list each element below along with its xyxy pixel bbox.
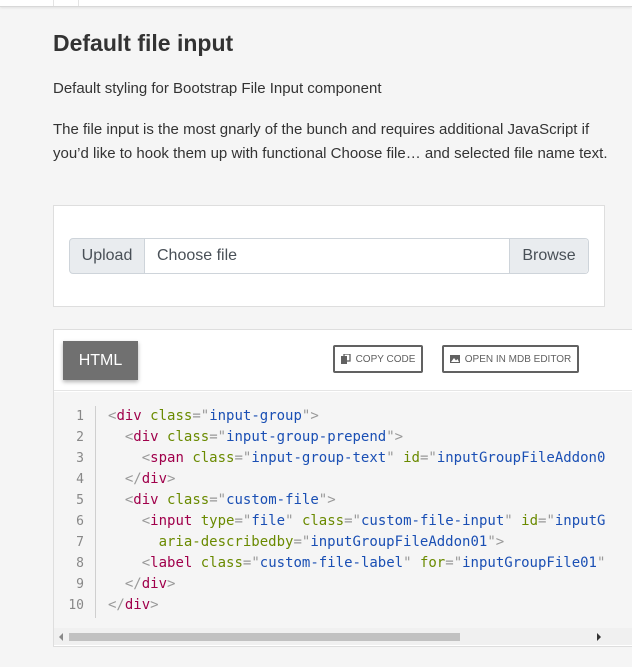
horizontal-scrollbar[interactable] bbox=[54, 628, 632, 645]
line-number: 1 bbox=[76, 409, 84, 424]
copy-code-label: COPY CODE bbox=[355, 353, 416, 365]
code-editor[interactable]: 1 2 3 4 5 6 7 8 9 10 <div class="input-g… bbox=[54, 392, 632, 628]
browse-button[interactable]: Browse bbox=[509, 239, 588, 273]
section-lead: Default styling for Bootstrap File Input… bbox=[53, 80, 382, 97]
line-number: 6 bbox=[76, 514, 84, 529]
tab-html[interactable]: HTML bbox=[63, 341, 138, 380]
scroll-left-arrow-icon[interactable] bbox=[59, 633, 63, 641]
line-number: 9 bbox=[76, 577, 84, 592]
top-bar bbox=[0, 0, 632, 7]
line-number: 7 bbox=[76, 535, 84, 550]
line-number: 10 bbox=[68, 598, 84, 613]
scroll-right-arrow-icon[interactable] bbox=[597, 633, 601, 641]
input-group: Upload Choose file Browse bbox=[69, 238, 589, 274]
line-number: 5 bbox=[76, 493, 84, 508]
line-number-gutter: 1 2 3 4 5 6 7 8 9 10 bbox=[54, 406, 94, 616]
code-lines: <div class="input-group"> <div class="in… bbox=[108, 408, 606, 613]
code-panel: HTML COPY CODE OPEN IN MDB EDITOR 1 2 3 … bbox=[53, 329, 632, 647]
line-number: 2 bbox=[76, 430, 84, 445]
line-number: 8 bbox=[76, 556, 84, 571]
open-editor-button[interactable]: OPEN IN MDB EDITOR bbox=[442, 345, 579, 373]
copy-code-button[interactable]: COPY CODE bbox=[333, 345, 423, 373]
gutter-divider bbox=[95, 406, 96, 618]
example-box: Upload Choose file Browse bbox=[53, 205, 605, 307]
image-icon bbox=[449, 355, 460, 363]
open-editor-label: OPEN IN MDB EDITOR bbox=[464, 353, 572, 365]
choose-file-label[interactable]: Choose file bbox=[157, 247, 238, 264]
section-description: The file input is the most gnarly of the… bbox=[53, 121, 608, 162]
copy-icon bbox=[340, 354, 351, 364]
top-bar-tab bbox=[53, 0, 79, 6]
scrollbar-thumb[interactable] bbox=[69, 633, 460, 641]
section-title: Default file input bbox=[53, 30, 234, 56]
line-number: 3 bbox=[76, 451, 84, 466]
line-number: 4 bbox=[76, 472, 84, 487]
custom-file-input[interactable]: Choose file Browse bbox=[145, 238, 589, 274]
tab-underline bbox=[54, 388, 148, 390]
upload-addon: Upload bbox=[69, 238, 145, 274]
code-tabs: HTML COPY CODE OPEN IN MDB EDITOR bbox=[54, 330, 632, 391]
